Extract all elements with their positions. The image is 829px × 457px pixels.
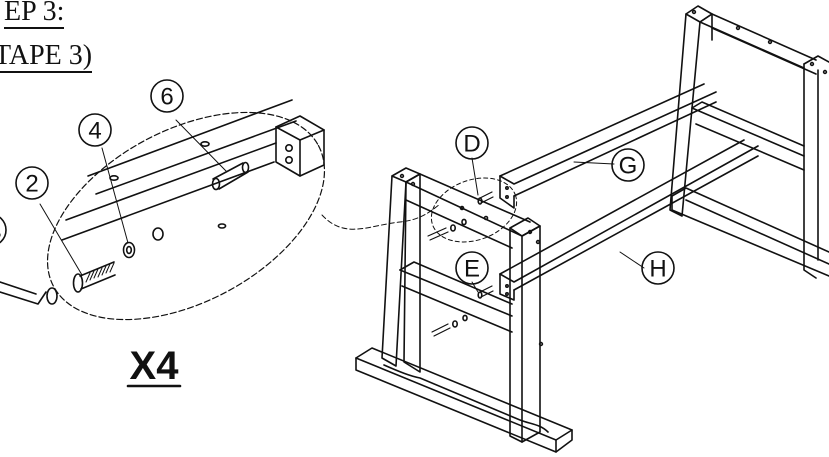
stretcher-h: [499, 139, 759, 301]
right-front-leg: [803, 55, 829, 279]
fastener-e: [431, 285, 494, 337]
callout-6: 6: [160, 84, 173, 111]
callout-2: 2: [25, 171, 38, 198]
callout-circle-e: [455, 251, 489, 285]
left-front-leg: [509, 217, 544, 443]
detail-leader: [321, 203, 441, 230]
bolt: [72, 261, 116, 293]
left-top-rail: [405, 173, 531, 249]
callout-circle-4: [78, 113, 112, 147]
callout-g: G: [619, 153, 638, 180]
callout-circle-2: [15, 166, 49, 200]
detail-ellipse: [46, 111, 326, 321]
right-top-rail: [699, 13, 817, 75]
detail-marker-d: [430, 177, 518, 243]
callout-circle-g: [611, 148, 645, 182]
step-title: EP 3:: [4, 0, 65, 29]
left-mid-rail: [399, 261, 513, 333]
callout-circle-6: [150, 79, 184, 113]
callout-circle-h: [641, 251, 675, 285]
callout-4: 4: [88, 118, 101, 145]
callout-circle-d: [455, 126, 489, 160]
right-base: [671, 187, 829, 277]
washer: [122, 241, 136, 259]
callout-circle-partial: [0, 216, 7, 244]
callout-h: H: [649, 256, 666, 283]
callout-d: D: [463, 131, 480, 158]
fastener-d: [427, 191, 494, 241]
allen-key: [0, 281, 58, 305]
callout-e: E: [464, 256, 480, 283]
dowel-pin: [211, 161, 250, 191]
detail-block: [275, 115, 325, 177]
step-subtitle: TAPE 3): [0, 40, 93, 73]
detail-rail: [61, 99, 297, 241]
stretcher-g: [499, 83, 717, 209]
right-mid-rail: [691, 101, 805, 171]
quantity-label: X4: [130, 344, 180, 388]
